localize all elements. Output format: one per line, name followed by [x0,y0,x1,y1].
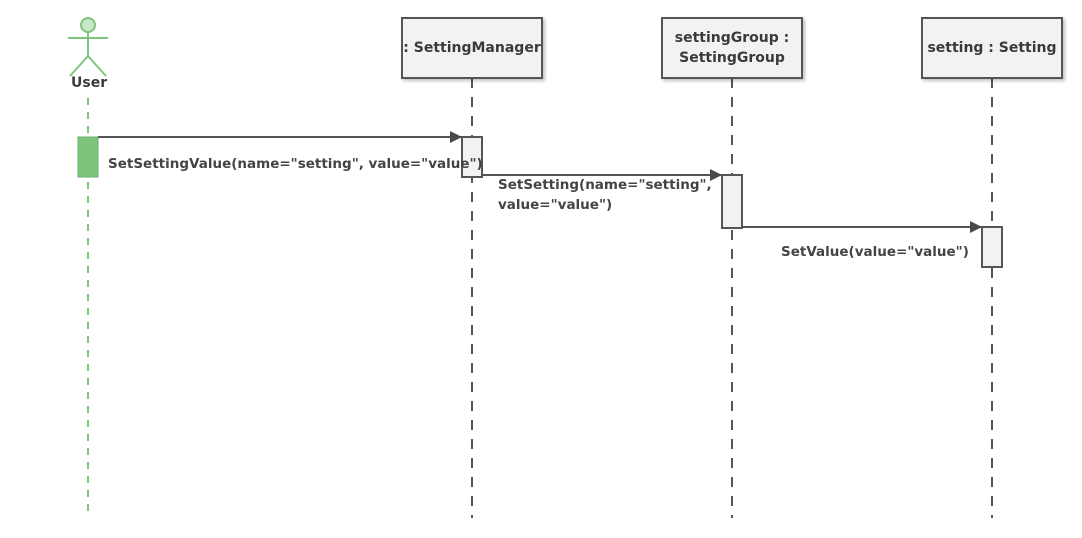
user-activation-bar [77,136,99,178]
message-label-2-line2: value="value") [498,197,613,213]
setting-box[interactable]: setting : Setting [921,17,1063,79]
setting-manager-box[interactable]: : SettingManager [401,17,543,79]
message-label-3: SetValue(value="value") [781,244,969,260]
setting-manager-activation-bar [461,136,483,178]
setting-activation-bar [981,226,1003,268]
message-label-2-line1: SetSetting(name="setting", [498,177,712,193]
setting-group-box[interactable]: settingGroup : SettingGroup [661,17,803,79]
message-label-1: SetSettingValue(name="setting", value="v… [108,156,483,172]
user-actor-label: User [71,75,108,91]
setting-group-activation-bar [721,174,743,229]
user-actor-icon [68,17,108,77]
